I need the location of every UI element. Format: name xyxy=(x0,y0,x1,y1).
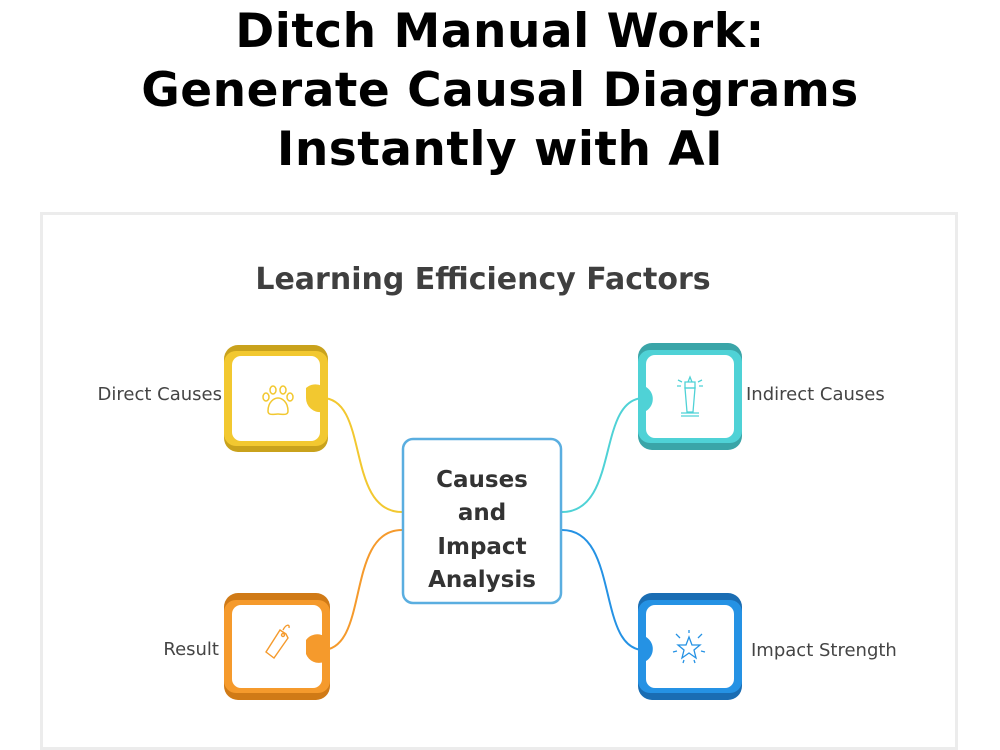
paw-icon xyxy=(262,385,294,416)
center-line-2: and xyxy=(458,500,506,526)
lighthouse-icon xyxy=(677,375,703,417)
center-line-1: Causes xyxy=(436,467,528,493)
headline-line-2: Generate Causal Diagrams xyxy=(141,63,859,118)
label-indirect-causes: Indirect Causes xyxy=(746,384,885,405)
diagram-frame xyxy=(40,212,958,750)
node-impact-strength[interactable]: Impact Strength xyxy=(638,593,897,700)
connector-impact-strength xyxy=(561,529,645,651)
node-indirect-causes[interactable]: Indirect Causes xyxy=(638,343,885,450)
label-impact-strength: Impact Strength xyxy=(751,640,897,661)
diagram-title: Learning Efficiency Factors xyxy=(255,262,710,297)
connector-indirect-causes xyxy=(561,397,645,513)
tag-icon xyxy=(265,624,290,659)
label-result: Result xyxy=(163,639,219,660)
node-direct-causes[interactable]: Direct Causes xyxy=(98,345,328,452)
center-line-4: Analysis xyxy=(428,567,536,593)
center-line-3: Impact xyxy=(437,534,526,560)
node-result[interactable]: Result xyxy=(163,593,330,700)
connector-result xyxy=(321,529,403,651)
headline-line-1: Ditch Manual Work: xyxy=(235,4,765,59)
headline-line-3: Instantly with AI xyxy=(276,122,724,177)
center-node[interactable]: Causes and Impact Analysis xyxy=(401,437,563,605)
label-direct-causes: Direct Causes xyxy=(98,384,222,405)
sparkle-star-icon xyxy=(672,630,706,664)
connector-direct-causes xyxy=(321,397,403,513)
headline: Ditch Manual Work: Generate Causal Diagr… xyxy=(0,2,1000,179)
